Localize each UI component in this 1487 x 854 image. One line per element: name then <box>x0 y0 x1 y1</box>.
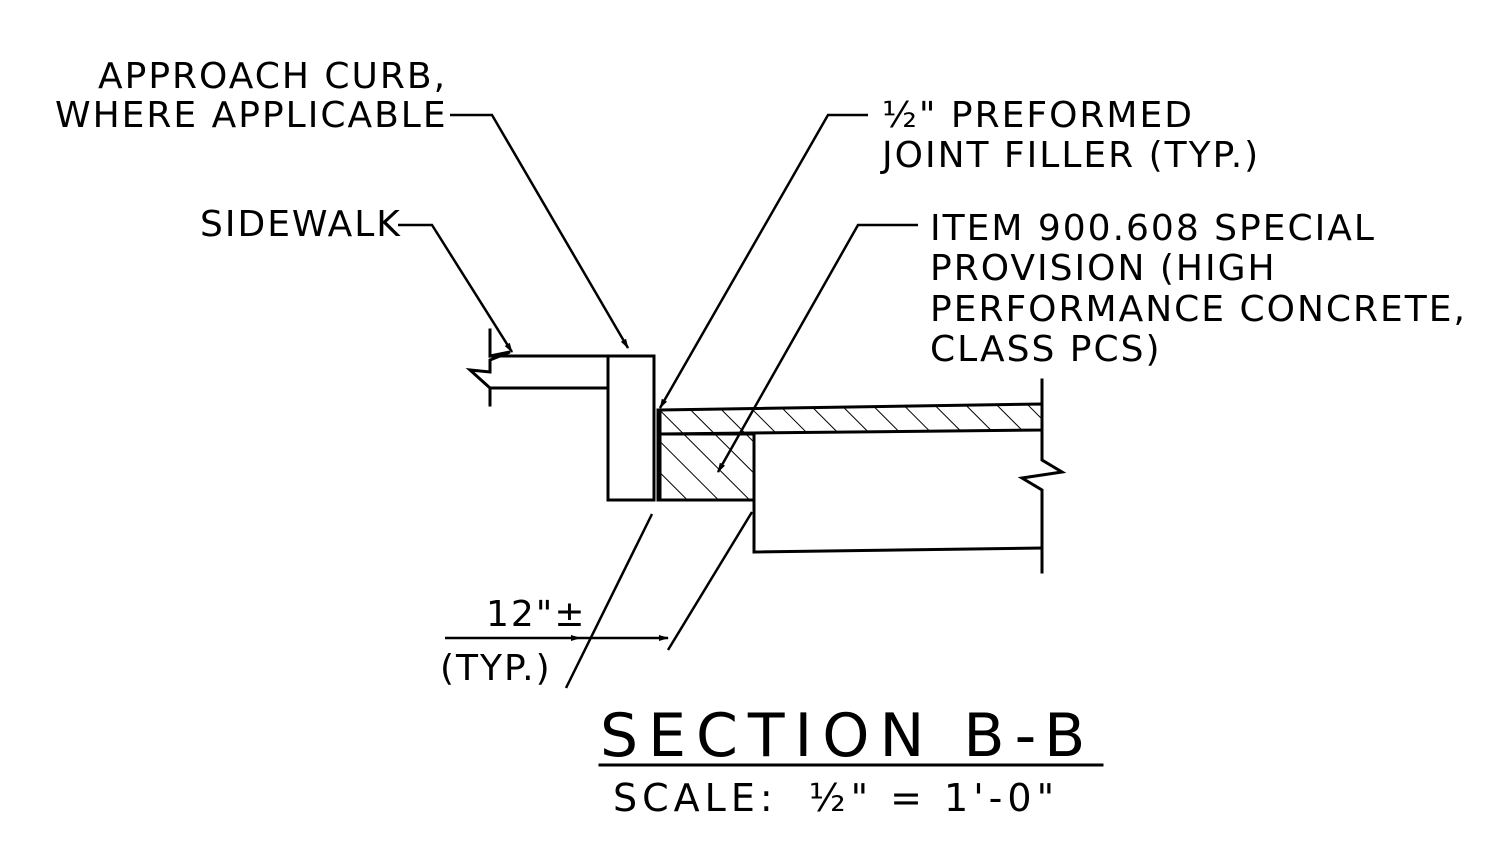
item-label: ITEM 900.608 SPECIAL PROVISION (HIGH PER… <box>930 208 1467 370</box>
dimension: 12"± (TYP.) <box>440 511 754 689</box>
extension-line-right <box>666 511 754 651</box>
beam-deck <box>752 378 1067 574</box>
svg-text:½" PREFORMED: ½" PREFORMED <box>882 95 1194 136</box>
deck-overlay <box>658 402 1044 436</box>
leader-lines <box>398 113 918 473</box>
svg-text:SCALE: ½" = 1'-0": SCALE: ½" = 1'-0" <box>613 776 1059 820</box>
section-title: SECTION B-B <box>600 701 1095 771</box>
hpc-block <box>658 432 756 502</box>
sidewalk-break-line <box>465 328 511 407</box>
joint-filler-leader <box>658 113 868 409</box>
approach-curb <box>606 354 656 502</box>
item-label-line3: PERFORMANCE CONCRETE, <box>930 289 1467 330</box>
dimension-value: 12"± <box>486 594 587 635</box>
sidewalk-leader <box>398 223 514 353</box>
joint-filler-label-line1: " PREFORMED <box>919 95 1194 136</box>
approach-curb-label-line1: APPROACH CURB, <box>98 56 447 97</box>
sidewalk-slab <box>465 328 610 407</box>
scale-prefix: SCALE: <box>613 776 778 820</box>
scale-fraction: ½ <box>809 776 851 820</box>
item-label-line1: ITEM 900.608 SPECIAL <box>930 208 1376 249</box>
section-title-block: SECTION B-B SCALE: ½" = 1'-0" <box>598 701 1104 820</box>
item-leader <box>716 223 918 473</box>
item-label-line2: PROVISION (HIGH <box>930 248 1277 289</box>
joint-filler-label: ½" PREFORMED JOINT FILLER (TYP.) <box>880 95 1260 176</box>
joint-filler-fraction: ½ <box>882 95 919 136</box>
sidewalk-label: SIDEWALK <box>200 204 402 245</box>
approach-curb-label-line2: WHERE APPLICABLE <box>55 95 448 136</box>
dimension-note: (TYP.) <box>440 648 552 689</box>
deck-break-line <box>1017 378 1067 574</box>
approach-curb-label: APPROACH CURB, WHERE APPLICABLE <box>55 56 448 136</box>
joint-filler-label-line2: JOINT FILLER (TYP.) <box>880 135 1260 176</box>
approach-curb-leader <box>450 113 630 349</box>
scale-value: " = 1'-0" <box>851 776 1059 820</box>
extension-line-left <box>564 513 654 689</box>
item-label-line4: CLASS PCS) <box>930 329 1162 370</box>
